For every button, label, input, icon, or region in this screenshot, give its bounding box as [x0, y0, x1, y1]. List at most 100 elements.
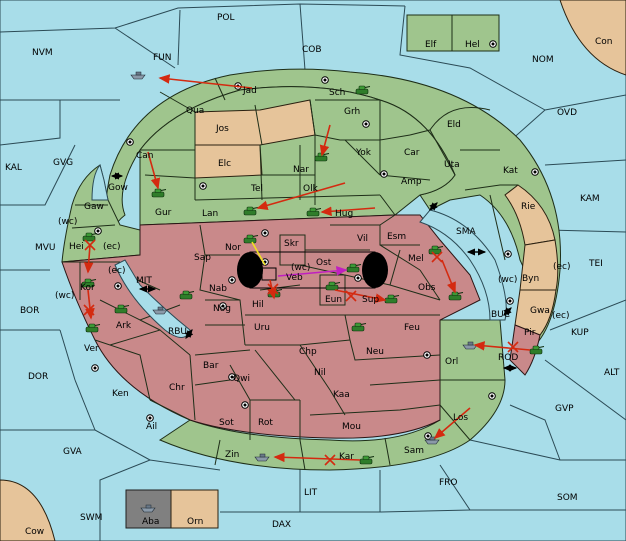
sea-label: OVD [557, 108, 577, 118]
coast-label: (ec) [553, 262, 571, 272]
land-label: Hei [69, 242, 84, 252]
sea-label: SOM [557, 493, 578, 503]
sea-label: MVU [35, 243, 56, 253]
land-label: Con [595, 37, 613, 47]
cut-markers [83, 239, 519, 466]
coast-label: (wc) [291, 263, 310, 273]
land-label: Mel [408, 254, 424, 264]
land-label: Neu [366, 347, 384, 357]
convoy-order [251, 241, 266, 266]
inner-sea-gor[interactable] [91, 163, 109, 201]
land-label: Qua [186, 106, 204, 116]
land-label: Eun [325, 295, 342, 305]
land-label: Ost [316, 258, 332, 268]
land-label: Nil [314, 368, 326, 378]
land-label: Sup [362, 295, 379, 305]
sea-label: KAL [5, 163, 22, 173]
land-label: Gur [155, 208, 172, 218]
land-label: Jad [242, 86, 257, 96]
sea-labels: POL NVM FUN COB NOM KAL GVG OVD KAM MVU … [5, 13, 620, 530]
land-label: Uru [254, 323, 270, 333]
land-label: Skr [284, 239, 299, 249]
land-label: Kar [339, 452, 354, 462]
coast-label: (wc) [498, 275, 517, 285]
support-order [277, 266, 348, 277]
land-labels: Elf Hel Con Jad Sch Qua Jos Grh Eld Can … [25, 37, 613, 537]
coast-labels: (wc) (ec) (wc) (ec) (wc) (ec) (ec) (wc) [55, 217, 571, 321]
sea-label: RBU [168, 327, 187, 337]
sea-label: ROD [498, 353, 518, 363]
land-label: Chr [169, 383, 185, 393]
sea-label: MIT [136, 276, 152, 286]
land-label: Vil [357, 234, 368, 244]
land-label: Obs [418, 283, 436, 293]
land-label: Olk [303, 184, 319, 194]
land-label: Gow [108, 183, 128, 193]
sea-label: GVP [555, 404, 574, 414]
move-orders [83, 74, 531, 463]
land-label: Ark [116, 321, 132, 331]
territory-orn[interactable] [170, 489, 219, 529]
land-label: Pir [524, 328, 536, 338]
land-label: Orl [445, 357, 458, 367]
land-label: Orn [187, 517, 203, 527]
land-label: Los [453, 413, 468, 423]
land-label: Hel [465, 40, 480, 50]
land-label: Sam [404, 446, 424, 456]
land-label: Bar [203, 361, 219, 371]
land-label: Ail [146, 422, 157, 432]
land-label: Kor [80, 283, 95, 293]
sea-label: BUC [491, 310, 510, 320]
south-arm [158, 319, 506, 471]
land-label: Can [136, 151, 154, 161]
land-label: Hil [252, 300, 264, 310]
land-label: Nog [213, 304, 231, 314]
sea-label: SWM [80, 513, 102, 523]
land-label: Qwi [233, 374, 250, 384]
sea-label: KUP [571, 328, 589, 338]
sea-label: ALT [604, 368, 620, 378]
land-label: Gwa [530, 306, 550, 316]
coast-label: (ec) [103, 242, 121, 252]
sea-label: TEI [588, 259, 603, 269]
sea-label: BOR [20, 306, 39, 316]
land-label: Aba [142, 517, 159, 527]
territory-borders [62, 77, 518, 471]
coast-label: (wc) [58, 217, 77, 227]
central-canal [237, 251, 388, 289]
sea-borders [0, 3, 626, 541]
land-label: Rot [258, 418, 273, 428]
sea-label: LIT [304, 488, 318, 498]
land-label: Tel [250, 184, 263, 194]
coast-label: (wc) [55, 291, 74, 301]
inner-sea-sma[interactable] [419, 209, 507, 321]
coast-label: (ec) [552, 311, 570, 321]
land-label: Nab [209, 284, 227, 294]
sea-label: NVM [32, 48, 53, 58]
sea-label: POL [217, 13, 235, 23]
inner-sea-mit[interactable] [114, 259, 191, 338]
land-label: Hug [335, 209, 353, 219]
land-label: Ver [84, 344, 99, 354]
land-label: Elc [218, 159, 231, 169]
sea-label: NOM [532, 55, 554, 65]
land-label: Chp [299, 347, 317, 357]
coast-label: (ec) [108, 266, 126, 276]
sea-label: SMA [456, 227, 476, 237]
sea-label: DAX [272, 520, 291, 530]
territory-elf[interactable] [406, 14, 453, 52]
sea-label: FUN [153, 53, 172, 63]
land-label: Kat [503, 166, 518, 176]
land-label: Elf [425, 40, 437, 50]
land-label: Sap [194, 253, 211, 263]
land-label: Nor [225, 243, 241, 253]
land-label: Zin [225, 450, 239, 460]
sea-label: KAM [580, 194, 600, 204]
land-label: Yok [355, 148, 372, 158]
land-label: Ken [112, 389, 129, 399]
land-label: Car [404, 148, 420, 158]
land-label: Sot [219, 418, 234, 428]
land-label: Rie [521, 202, 536, 212]
passage-arrows [110, 172, 518, 372]
